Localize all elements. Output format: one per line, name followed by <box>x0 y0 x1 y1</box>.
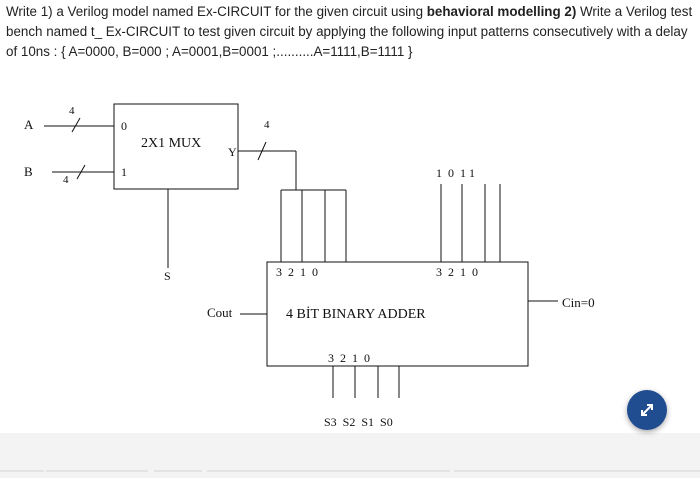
mux-output-y: Y <box>228 145 237 159</box>
toolbar-strip <box>454 470 700 472</box>
expand-button[interactable] <box>627 390 667 430</box>
circuit-figure: A 4 B 4 0 1 2X1 MUX Y 4 S 1 0 1 1 <box>0 62 700 478</box>
adder-right-input-bits: 3 2 1 0 <box>436 265 478 279</box>
adder-sum-bits: 3 2 1 0 <box>328 351 370 365</box>
expand-arrows-icon <box>641 404 653 416</box>
mux-output-width: 4 <box>264 119 270 131</box>
cin-label: Cin=0 <box>562 295 595 310</box>
mux-input-0: 0 <box>121 119 127 133</box>
adder-left-input-bits: 3 2 1 0 <box>276 265 318 279</box>
toolbar-strip <box>46 470 148 472</box>
input-b-width: 4 <box>63 174 69 186</box>
question-part2: 2) <box>560 4 577 19</box>
question-text: Write 1) a Verilog model named Ex-CIRCUI… <box>6 2 696 62</box>
select-label: S <box>164 269 171 283</box>
bus-b-slash <box>76 164 86 180</box>
input-a-label: A <box>24 117 34 132</box>
toolbar-strip <box>0 470 44 472</box>
bottom-toolbar <box>0 433 700 478</box>
circuit-diagram: A 4 B 4 0 1 2X1 MUX Y 4 S 1 0 1 1 <box>24 103 595 429</box>
mux-label: 2X1 MUX <box>141 136 201 151</box>
question-part1: Write 1) a Verilog model named Ex-CIRCUI… <box>6 4 427 19</box>
constant-bits: 1 0 1 1 <box>436 166 475 180</box>
input-b-label: B <box>24 164 33 179</box>
question-part3: Write a Verilog test bench named t_ Ex-C… <box>6 4 693 59</box>
mux-input-1: 1 <box>121 165 127 179</box>
toolbar-strip <box>207 470 450 472</box>
question-bold: behavioral modelling <box>426 4 561 19</box>
bus-a-slash <box>71 117 81 133</box>
cout-label: Cout <box>207 305 233 320</box>
mux-box <box>113 103 239 190</box>
bus-y-slash <box>257 141 267 161</box>
input-a-width: 4 <box>69 105 75 117</box>
adder-label: 4 BİT BINARY ADDER <box>286 306 426 322</box>
sum-outputs-label: S3 S2 S1 S0 <box>324 415 393 429</box>
toolbar-strip <box>154 470 202 472</box>
